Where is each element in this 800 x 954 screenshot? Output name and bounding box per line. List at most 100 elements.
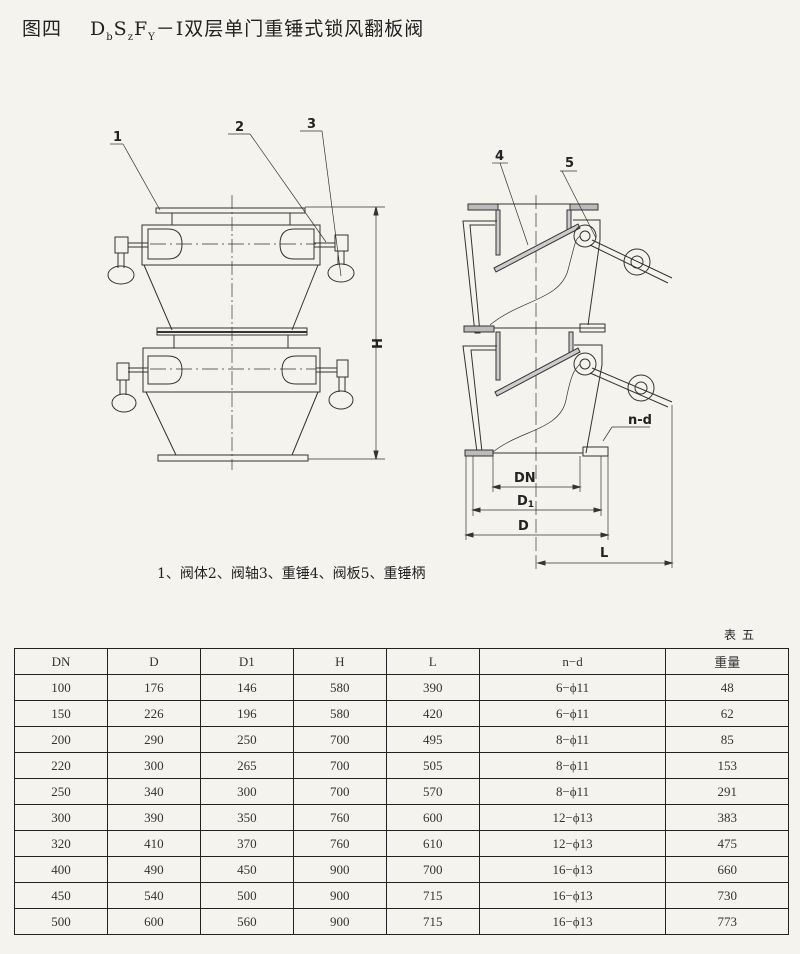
table-cell: 146 bbox=[199, 674, 294, 701]
dim-h-label: H bbox=[368, 338, 383, 349]
model-sub: b bbox=[106, 31, 114, 43]
dim-l-label: L bbox=[600, 546, 608, 561]
table-cell: 291 bbox=[665, 778, 789, 805]
table-cell: 450 bbox=[14, 882, 108, 909]
column-header: D bbox=[106, 648, 201, 675]
parts-legend: 1、阀体2、阀轴3、重锤4、阀板5、重锤柄 bbox=[157, 566, 426, 582]
column-header: D1 bbox=[199, 648, 294, 675]
table-cell: 540 bbox=[106, 882, 201, 909]
table-cell: 450 bbox=[199, 856, 294, 883]
table-cell: 16−ϕ13 bbox=[478, 856, 667, 883]
table-cell: 176 bbox=[106, 674, 201, 701]
table-cell: 320 bbox=[14, 830, 108, 857]
table-cell: 390 bbox=[385, 674, 480, 701]
table-cell: 505 bbox=[385, 752, 480, 779]
column-header: L bbox=[385, 648, 480, 675]
table-cell: 900 bbox=[292, 856, 387, 883]
table-cell: 400 bbox=[14, 856, 108, 883]
callout-3: 3 bbox=[307, 117, 316, 132]
model-letter: D bbox=[90, 18, 107, 40]
table-cell: 8−ϕ11 bbox=[478, 726, 667, 753]
table-cell: 700 bbox=[292, 752, 387, 779]
table-cell: 300 bbox=[106, 752, 201, 779]
table-cell: 490 bbox=[106, 856, 201, 883]
table-cell: 715 bbox=[385, 882, 480, 909]
table-cell: 475 bbox=[665, 830, 789, 857]
table-cell: 700 bbox=[292, 778, 387, 805]
table-cell: 8−ϕ11 bbox=[478, 752, 667, 779]
table-cell: 700 bbox=[385, 856, 480, 883]
table-cell: 773 bbox=[665, 908, 789, 935]
table-cell: 600 bbox=[106, 908, 201, 935]
table-cell: 760 bbox=[292, 830, 387, 857]
table-cell: 500 bbox=[199, 882, 294, 909]
dim-nd-label: n-d bbox=[628, 413, 652, 428]
table-cell: 580 bbox=[292, 700, 387, 727]
table-cell: 290 bbox=[106, 726, 201, 753]
table-cell: 410 bbox=[106, 830, 201, 857]
table-cell: 62 bbox=[665, 700, 789, 727]
title-text: －Ⅰ双层单门重锤式锁风翻板阀 bbox=[155, 18, 425, 40]
table-cell: 196 bbox=[199, 700, 294, 727]
column-header: H bbox=[292, 648, 387, 675]
column-header: DN bbox=[14, 648, 108, 675]
column-header: n−d bbox=[478, 648, 667, 675]
table-cell: 48 bbox=[665, 674, 789, 701]
table-cell: 500 bbox=[14, 908, 108, 935]
table-cell: 560 bbox=[199, 908, 294, 935]
table-cell: 85 bbox=[665, 726, 789, 753]
table-cell: 700 bbox=[292, 726, 387, 753]
table-cell: 250 bbox=[199, 726, 294, 753]
table-cell: 900 bbox=[292, 882, 387, 909]
table-cell: 390 bbox=[106, 804, 201, 831]
dim-d-label: D bbox=[518, 519, 529, 534]
table-cell: 153 bbox=[665, 752, 789, 779]
table-cell: 570 bbox=[385, 778, 480, 805]
table-cell: 200 bbox=[14, 726, 108, 753]
dim-dn-label: DN bbox=[514, 471, 536, 486]
table-cell: 340 bbox=[106, 778, 201, 805]
table-cell: 660 bbox=[665, 856, 789, 883]
table-cell: 12−ϕ13 bbox=[478, 804, 667, 831]
callout-2: 2 bbox=[235, 120, 244, 135]
table-cell: 300 bbox=[199, 778, 294, 805]
dim-d1-label: D bbox=[517, 494, 528, 509]
table-cell: 715 bbox=[385, 908, 480, 935]
svg-text:D1: D1 bbox=[517, 494, 534, 510]
table-cell: 16−ϕ13 bbox=[478, 908, 667, 935]
front-view: H 1 2 3 bbox=[107, 117, 385, 470]
table-cell: 16−ϕ13 bbox=[478, 882, 667, 909]
table-cell: 730 bbox=[665, 882, 789, 909]
callout-5: 5 bbox=[565, 156, 574, 171]
table-cell: 100 bbox=[14, 674, 108, 701]
table-label: 表五 bbox=[724, 628, 761, 642]
table-cell: 8−ϕ11 bbox=[478, 778, 667, 805]
table-cell: 370 bbox=[199, 830, 294, 857]
table-cell: 760 bbox=[292, 804, 387, 831]
dim-d1-sub: 1 bbox=[528, 500, 534, 510]
column-header: 重量 bbox=[665, 648, 789, 675]
table-cell: 610 bbox=[385, 830, 480, 857]
table-cell: 420 bbox=[385, 700, 480, 727]
table-cell: 383 bbox=[665, 804, 789, 831]
table-cell: 580 bbox=[292, 674, 387, 701]
callout-4: 4 bbox=[495, 149, 504, 164]
table-cell: 220 bbox=[14, 752, 108, 779]
table-cell: 226 bbox=[106, 700, 201, 727]
table-cell: 300 bbox=[14, 804, 108, 831]
model-letter: F bbox=[133, 18, 149, 40]
table-cell: 600 bbox=[385, 804, 480, 831]
table-cell: 6−ϕ11 bbox=[478, 700, 667, 727]
table-cell: 350 bbox=[199, 804, 294, 831]
